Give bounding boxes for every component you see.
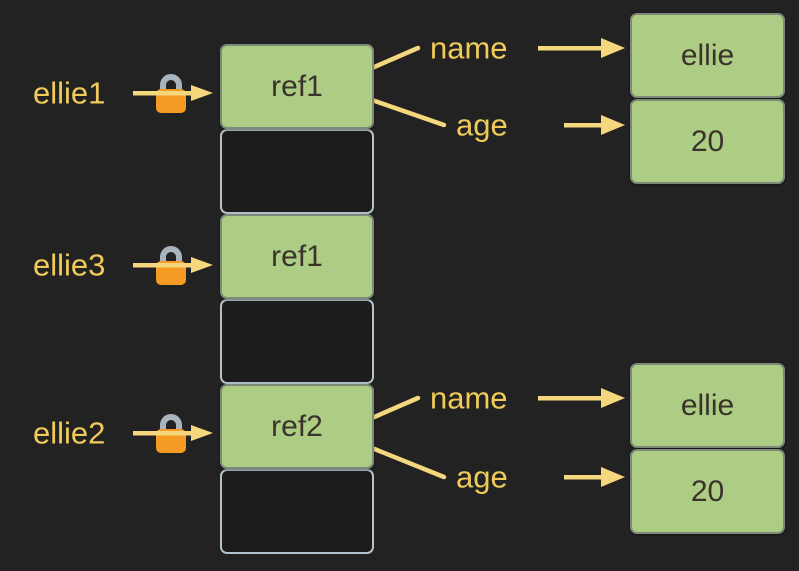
- stack-cell-filled: ref1: [220, 44, 374, 129]
- binding-arrow: [133, 420, 217, 446]
- object-value-box: 20: [630, 449, 785, 534]
- stack-cell-value: ref2: [271, 409, 323, 443]
- stack-cell-value: ref1: [271, 239, 323, 273]
- stack-cell-value: ref1: [271, 69, 323, 103]
- stack-cell-filled: ref2: [220, 384, 374, 469]
- object-value-text: ellie: [680, 388, 735, 422]
- object-value-box: 20: [630, 99, 785, 184]
- property-key-label: name: [430, 30, 508, 66]
- binding-arrow: [133, 80, 217, 106]
- object-value-text: 20: [690, 474, 725, 508]
- property-connector-line: [369, 45, 421, 71]
- variable-label: ellie3: [33, 247, 106, 283]
- object-value-box: ellie: [630, 13, 785, 98]
- stack-cell-empty: [220, 129, 374, 214]
- property-arrow: [564, 463, 625, 491]
- stack-cell-empty: [220, 469, 374, 554]
- property-connector-line: [369, 445, 447, 480]
- reference-stack: ref1 ref1 ref2: [220, 44, 374, 554]
- stack-cell-empty: [220, 299, 374, 384]
- object-value-text: 20: [690, 124, 725, 158]
- stack-cell-filled: ref1: [220, 214, 374, 299]
- object-value-text: ellie: [680, 38, 735, 72]
- object-value-box: ellie: [630, 363, 785, 448]
- property-arrow: [538, 34, 625, 62]
- binding-arrow: [133, 252, 217, 278]
- property-connector-line: [369, 97, 447, 128]
- property-arrow: [538, 384, 625, 412]
- property-connector-line: [369, 395, 421, 421]
- property-key-label: age: [456, 107, 508, 143]
- property-key-label: age: [456, 459, 508, 495]
- variable-label: ellie1: [33, 75, 106, 111]
- property-key-label: name: [430, 380, 508, 416]
- property-arrow: [564, 111, 625, 139]
- variable-label: ellie2: [33, 415, 106, 451]
